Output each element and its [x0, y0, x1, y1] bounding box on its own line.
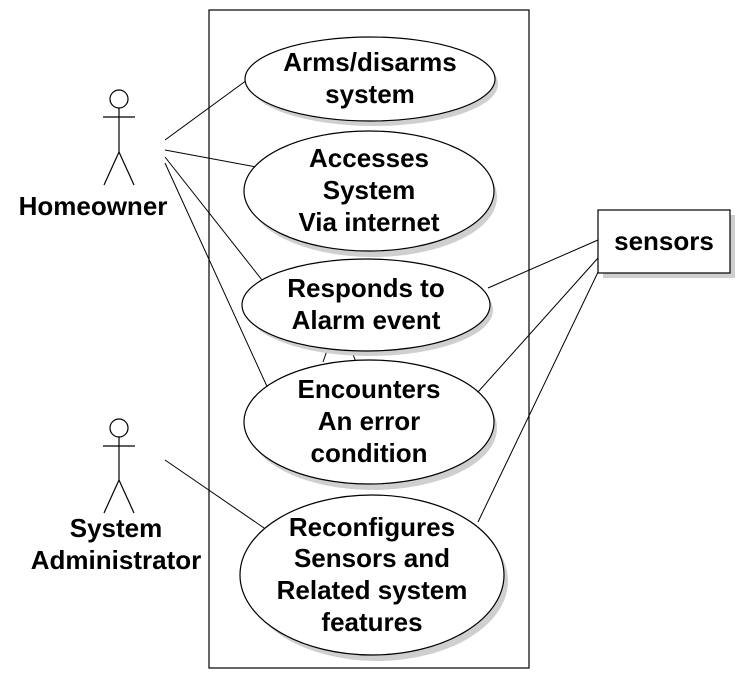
- uc-responds-ellipse[interactable]: [241, 258, 491, 352]
- assoc-homeowner-encounters: [164, 162, 271, 394]
- assoc-homeowner-responds: [164, 156, 263, 281]
- assoc-homeowner-arms: [164, 79, 248, 141]
- uc-responds-label: Responds to Alarm event: [287, 273, 445, 335]
- actor-homeowner-head: [109, 89, 129, 109]
- actor-sysadmin-leg-left: [103, 479, 120, 514]
- uc-accesses-ellipse[interactable]: [243, 130, 495, 252]
- uc-arms-label: Arms/disarms system: [283, 47, 457, 109]
- actor-homeowner-figure[interactable]: [103, 89, 135, 186]
- assoc-sensors-responds: [487, 239, 599, 289]
- assoc-sensors-encounters: [477, 257, 599, 393]
- uc-encounters-ellipse[interactable]: [243, 359, 495, 485]
- actor-homeowner-label: Homeowner: [18, 191, 168, 221]
- assoc-sysadmin-reconfigures: [164, 459, 268, 531]
- assoc-homeowner-accesses: [164, 149, 263, 169]
- actor-sysadmin-head: [109, 418, 129, 438]
- uc-encounters-label: Encounters An error condition: [297, 374, 441, 468]
- sensors-label: sensors: [614, 225, 714, 256]
- actor-homeowner-leg-left: [103, 151, 120, 186]
- actor-sysadmin-leg-right: [118, 479, 135, 514]
- actor-sysadmin-label: System Administrator: [30, 513, 202, 575]
- system-boundary: [208, 9, 530, 669]
- use-case-shapes: [239, 36, 508, 661]
- uc-reconfigures-label: Reconfigures Sensors and Related system …: [276, 511, 468, 637]
- associations: [164, 79, 601, 531]
- assoc-sensors-reconfigures: [477, 267, 601, 523]
- uc-accesses-label: Accesses System Via internet: [298, 143, 440, 237]
- actor-homeowner-leg-right: [118, 151, 135, 186]
- uc-arms-ellipse[interactable]: [244, 36, 496, 122]
- sensors-box[interactable]: [597, 209, 731, 274]
- actor-sysadmin-figure[interactable]: [103, 418, 135, 514]
- uc-reconfigures-ellipse[interactable]: [239, 494, 505, 656]
